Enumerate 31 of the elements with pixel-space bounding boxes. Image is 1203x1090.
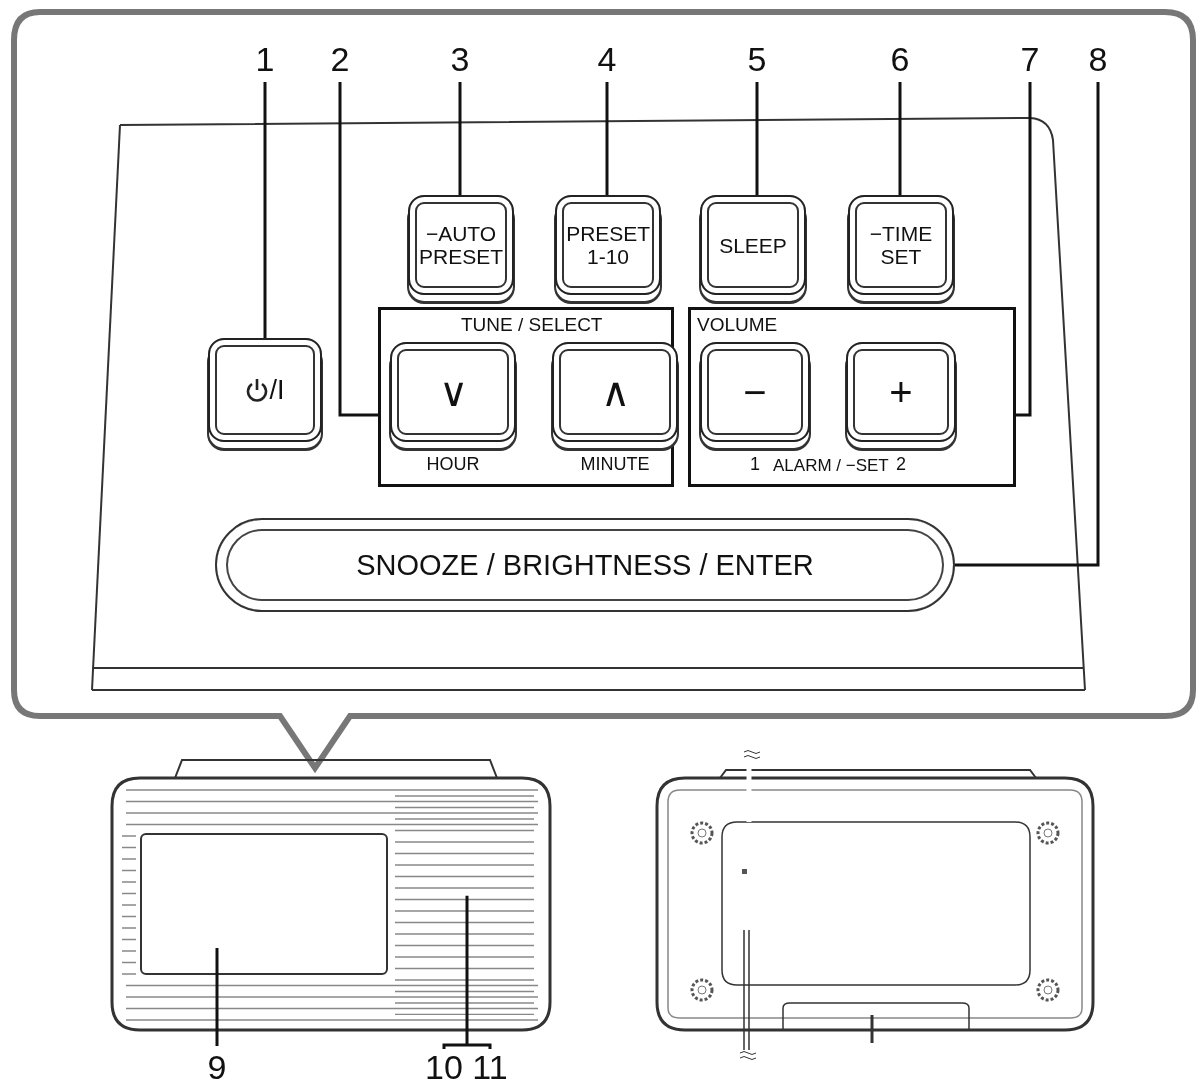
leader-line — [898, 82, 902, 195]
callout-number: 6 — [883, 40, 917, 80]
group-label: VOLUME — [697, 314, 778, 336]
callout-number: 10 — [424, 1048, 464, 1088]
callout-number: 4 — [590, 40, 624, 80]
callout-number: 5 — [740, 40, 774, 80]
display-window — [140, 833, 388, 975]
button-caption: HOUR — [426, 454, 480, 475]
leader-line — [263, 82, 267, 338]
group-label: TUNE / SELECT — [461, 314, 603, 336]
leader-line — [442, 894, 492, 1051]
callout-number: 1 — [248, 40, 282, 80]
button-caption: 2 — [896, 454, 906, 475]
leader-line — [215, 948, 219, 1046]
callout-number: 3 — [443, 40, 477, 80]
callout-number: 7 — [1013, 40, 1047, 80]
group-label: ALARM / −SET — [773, 456, 889, 476]
leader-line — [338, 82, 378, 417]
button-caption: 1 — [750, 454, 760, 475]
button-caption: MINUTE — [580, 454, 650, 475]
push-button: SNOOZE / BRIGHTNESS / ENTER — [215, 518, 955, 612]
leader-line — [605, 82, 609, 195]
leader-line — [755, 82, 759, 195]
leader-line — [1016, 82, 1032, 417]
callout-number: 9 — [200, 1048, 234, 1088]
callout-number: 2 — [323, 40, 357, 80]
leader-line — [458, 82, 462, 195]
callout-number: 8 — [1081, 40, 1115, 80]
button-group-frame — [688, 307, 1016, 487]
leader-line — [955, 82, 1100, 567]
callout-number: 11 — [470, 1048, 510, 1088]
